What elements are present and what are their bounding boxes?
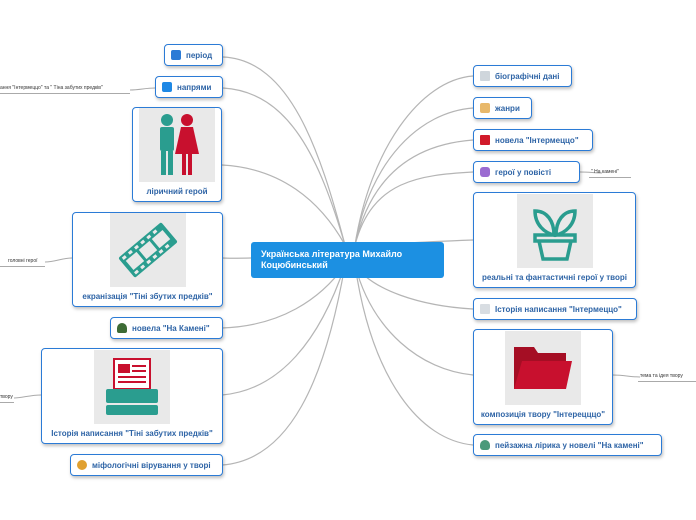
document-edit-icon [480,71,490,81]
node-mifolohichni[interactable]: міфологічні вірування у творі [70,454,223,476]
node-peizazhna-liryka[interactable]: пейзажна лірика у новелі "На камені" [473,434,662,456]
node-label: композиція твору "Інтерецццо" [480,410,606,419]
red-book-icon [480,135,490,145]
couple-icon [139,108,215,182]
note-underline [638,381,696,382]
node-label: екранізація "Тіні збутих предків" [82,292,213,301]
node-label: ліричний герой [146,187,208,196]
node-lirychnyi-heroi[interactable]: ліричний герой [132,107,222,202]
printer-icon [94,350,170,424]
central-topic[interactable]: Українська література Михайло Коцюбинськ… [251,242,444,278]
node-label: період [186,50,213,60]
node-kompozytsia[interactable]: композиція твору "Інтерецццо" [473,329,613,425]
note-underline [0,402,14,403]
node-istoria-tini[interactable]: Історія написання "Тіні забутих предків" [41,348,223,444]
person-icon [77,460,87,470]
note-underline [0,266,45,267]
node-istoria-intermetstso[interactable]: Історія написання "Інтермеццо" [473,298,637,320]
people-icon [480,167,490,177]
note-tvoru: твору [0,394,13,400]
note-tema: тема та ідея твору [640,373,683,379]
node-label: напрями [177,82,212,92]
node-realni-heroi[interactable]: реальні та фантастичні герої у творі [473,192,636,288]
document-icon [480,304,490,314]
node-label: Історія написання "Тіні забутих предків" [51,429,213,438]
note-underline [589,177,631,178]
node-novela-na-kameni[interactable]: новела "На Камені" [110,317,223,339]
node-biohrafichni[interactable]: біографічні дані [473,65,572,87]
node-label: міфологічні вірування у творі [92,460,211,470]
film-strip-icon [109,213,186,287]
node-label: герої у повісті [495,167,552,177]
note-holovni-heroi: головні герої [8,258,38,264]
folder-icon [505,331,581,405]
node-label: жанри [495,103,520,113]
grid-icon [171,50,181,60]
shuffle-icon [162,82,172,92]
node-label: реальні та фантастичні герої у творі [482,273,627,282]
node-napriamy[interactable]: напрями [155,76,223,98]
eye-icon [480,440,490,450]
note-underline [0,93,130,94]
note-napriamy: ання "Інтермеццо" та " Тіна забутих пред… [0,85,103,91]
node-ekranizatsia[interactable]: екранізація "Тіні збутих предків" [72,212,223,307]
node-label: новела "Інтермеццо" [495,135,579,145]
tree-icon [117,323,127,333]
node-period[interactable]: період [164,44,223,66]
node-label: біографічні дані [495,71,560,81]
node-label: Історія написання "Інтермеццо" [495,304,622,314]
plant-icon [516,194,593,268]
node-zhanry[interactable]: жанри [473,97,532,119]
note-na-kameni: " На камені" [591,169,619,175]
node-label: пейзажна лірика у новелі "На камені" [495,440,644,450]
scroll-icon [480,103,490,113]
node-label: новела "На Камені" [132,323,210,333]
node-novela-intermetstso[interactable]: новела "Інтермеццо" [473,129,593,151]
node-heroi-u-povisti[interactable]: герої у повісті [473,161,580,183]
